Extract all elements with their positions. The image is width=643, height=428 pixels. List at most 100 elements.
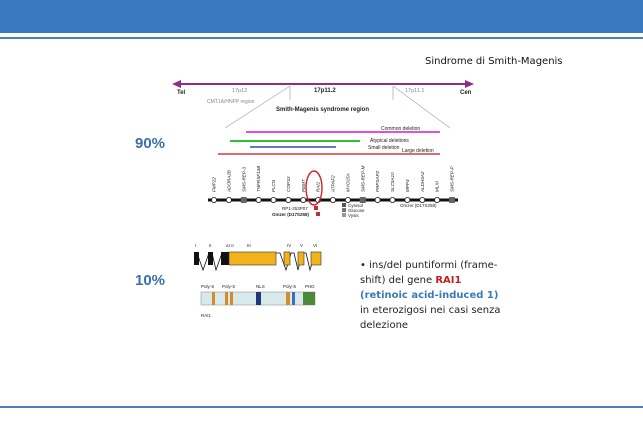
gene-label: RAI1 — [316, 181, 321, 192]
exon-atg — [221, 252, 229, 265]
exon-ii — [208, 252, 213, 265]
gene-label: ADORA2B — [226, 170, 231, 193]
common-deletion-label: Common deletion — [381, 126, 420, 132]
zoom-line-left — [224, 85, 291, 129]
sms-region-label: Smith-Magenis syndrome region — [276, 107, 369, 113]
domain-label-polys-1: Poly-S — [201, 284, 214, 289]
exon-label-i: I — [195, 243, 196, 248]
rai1-exon-diagram: I II ATG III IV V VI — [194, 243, 322, 272]
exon-iii — [228, 251, 277, 266]
slide-title: Sindrome di Smith-Magenis — [425, 56, 563, 67]
bullet-gene: RAI1 — [435, 275, 462, 286]
domain-polys-1 — [212, 292, 215, 305]
gene-label: SMS-REP-3 — [241, 167, 246, 192]
bullet-suffix: in eterozigosi nei casi senza delezione — [360, 305, 501, 331]
band-17p12: 17p12 — [232, 88, 247, 94]
gene-label: PRPSAP2 — [375, 170, 380, 192]
gene-label: FLCN — [271, 179, 276, 192]
gene-marker — [419, 196, 426, 203]
domain-label-nls: NLS — [256, 284, 265, 289]
domain-polys-3 — [230, 292, 233, 305]
marker-rp1: RP1-253P07 — [282, 206, 308, 211]
exon-label-iv: IV — [287, 243, 291, 248]
gene-marker — [359, 197, 366, 203]
gene-label: PEMT — [301, 178, 306, 192]
band-17p11-2: 17p11.2 — [314, 88, 336, 94]
gene-label: FMP22 — [212, 177, 217, 192]
domain-label-polys-2: Poly-S — [222, 284, 235, 289]
legend-glucose: Glucose — [348, 208, 365, 213]
gene-marker — [210, 196, 217, 203]
gene-list: FMP22 ADORA2B SMS-REP-3 TNFRSF13B FLCN COPS3 P… — [210, 166, 455, 203]
exon-label-vi: VI — [313, 243, 317, 248]
deletion-percent: 90% — [135, 135, 166, 152]
small-deletion-label: Small deletion — [368, 145, 400, 151]
gene-marker — [329, 196, 336, 203]
gene-label: SLC5A10 — [390, 172, 395, 192]
exon-label-v: V — [300, 243, 303, 248]
domain-nls — [256, 292, 261, 305]
domain-phd — [303, 292, 315, 305]
header-divider — [0, 37, 643, 39]
exon-label-iii: III — [247, 243, 251, 248]
band-17p11-1: 17p11.1 — [405, 88, 424, 94]
legend-vysis: Vysis — [348, 213, 359, 218]
gene-label: COPS3 — [286, 176, 291, 192]
gene-marker — [434, 196, 441, 203]
gene-label: MYO15A — [345, 173, 350, 192]
legend-cytosol: Cytosol — [348, 203, 363, 208]
gene-marker — [374, 196, 381, 203]
gene-marker — [240, 197, 247, 203]
gene-marker — [300, 196, 307, 203]
cen-label: Cen — [460, 90, 472, 96]
exon-label-atg: ATG — [226, 243, 234, 248]
chromosome-arrow-right — [465, 80, 474, 88]
gene-label: MLXI — [435, 181, 440, 192]
legend-glucose-icon — [342, 208, 346, 212]
marker-omzer-1: Omzer (D17S258) — [272, 212, 310, 217]
atypical-deletion-label: Atypical deletions — [370, 138, 409, 144]
marker-omzer-2: Omzer (D17S258) — [400, 203, 437, 208]
gene-label: SMS-REP-M — [360, 166, 365, 192]
chromosome-arrow-left — [172, 80, 181, 88]
mutation-bullet: • ins/del puntiformi (frame-shift) del g… — [360, 258, 510, 333]
bullet-gene-desc: (retinoic acid-induced 1) — [360, 290, 499, 301]
domain-polys-4 — [286, 292, 290, 305]
gene-marker — [225, 196, 232, 203]
large-deletion-label: Large deletion — [402, 148, 434, 154]
gene-marker — [255, 196, 262, 203]
gene-label: ATPAF2 — [331, 175, 336, 193]
header-bar — [0, 0, 643, 33]
bullet-dot: • — [360, 260, 370, 271]
tel-label: Tel — [177, 90, 186, 96]
exon-i — [194, 252, 199, 265]
protein-label: RAI1 — [201, 313, 212, 318]
exon-iv — [283, 251, 291, 266]
gene-marker — [404, 196, 411, 203]
exon-label-ii: II — [209, 243, 212, 248]
gene-marker — [285, 196, 292, 203]
rai1-highlight-circle — [305, 170, 323, 206]
gene-marker — [270, 196, 277, 203]
domain-bar — [292, 292, 295, 305]
exon-vi — [310, 251, 322, 266]
legend-cytosol-icon — [342, 203, 346, 207]
rai1-protein-diagram: Poly-S Poly-S NLS Poly-S PHD RAI1 — [200, 284, 315, 318]
gene-marker — [389, 196, 396, 203]
gene-label: MPP4 — [405, 179, 410, 192]
bullet-prefix: ins/del puntiformi (frame-shift) del gen… — [360, 260, 498, 286]
gene-label: TNFRSF13B — [256, 166, 261, 192]
gene-label: ALDH3A2 — [420, 171, 425, 193]
exon-v — [297, 251, 305, 266]
gene-marker — [344, 196, 351, 203]
domain-label-phd: PHD — [305, 284, 315, 289]
marker-omzer-1-icon — [316, 212, 320, 216]
domain-label-polys-3: Poly-S — [283, 284, 296, 289]
zoom-line-right — [392, 85, 451, 129]
gene-label: SMS-REP-P — [450, 166, 455, 192]
gene-marker — [449, 197, 455, 203]
footer-divider — [0, 406, 643, 408]
domain-polys-2 — [225, 292, 228, 305]
marker-rp1-icon — [314, 206, 318, 210]
